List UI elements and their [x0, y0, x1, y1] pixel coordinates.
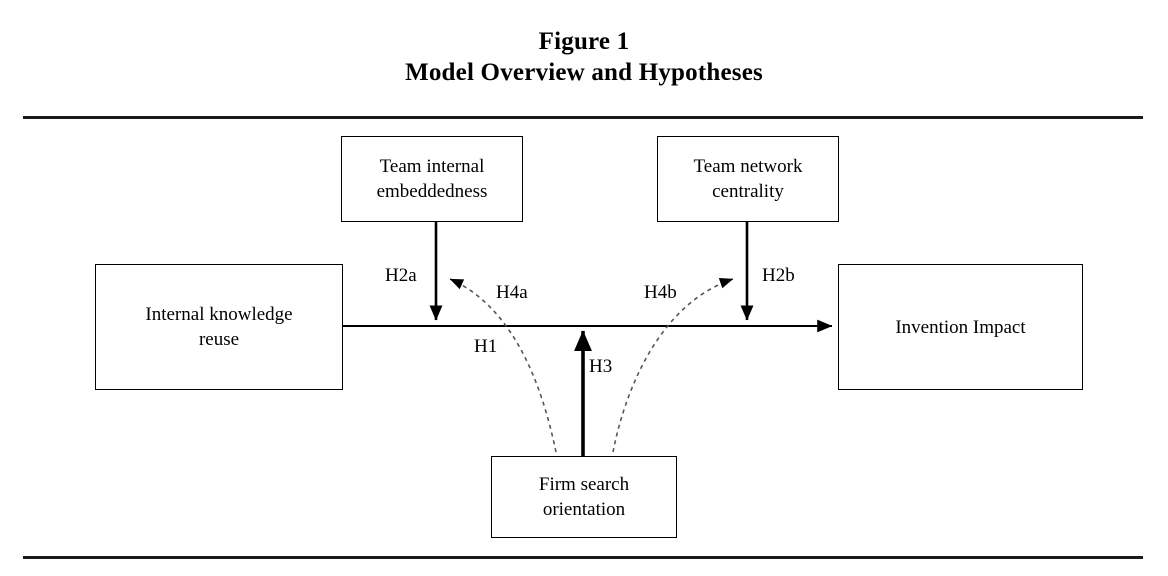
- label-h4a: H4a: [496, 282, 528, 303]
- label-h2b: H2b: [762, 265, 795, 286]
- label-h3: H3: [589, 356, 613, 377]
- node-team-network-centrality-line-1: Team network: [693, 156, 803, 177]
- node-internal-knowledge-reuse-line-2: reuse: [198, 329, 240, 350]
- label-h4b: H4b: [644, 282, 677, 303]
- label-h2a: H2a: [385, 265, 417, 286]
- top-divider-rule: [23, 116, 1143, 119]
- node-internal-knowledge-reuse-line-1: Internal knowledge: [145, 304, 293, 325]
- bottom-divider-rule: [23, 556, 1143, 559]
- arrow-h4b-path: [612, 278, 734, 453]
- node-firm-search-orientation-line-1: Firm search: [538, 474, 630, 495]
- node-firm-search-orientation-line-2: orientation: [542, 499, 626, 520]
- node-team-network-centrality-line-2: centrality: [712, 181, 784, 202]
- arrow-h4a-path: [449, 278, 557, 453]
- node-invention-impact: Invention Impact: [838, 264, 1083, 390]
- figure-title-line-2: Model Overview and Hypotheses: [405, 59, 763, 86]
- node-team-network-centrality: Team network centrality: [657, 136, 839, 222]
- node-team-internal-embeddedness: Team internal embeddedness: [341, 136, 523, 222]
- node-invention-impact-line-1: Invention Impact: [895, 316, 1026, 338]
- node-team-internal-embeddedness-line-1: Team internal: [379, 156, 485, 177]
- node-firm-search-orientation: Firm search orientation: [491, 456, 677, 538]
- figure-title: Figure 1 Model Overview and Hypotheses: [0, 26, 1168, 88]
- node-team-internal-embeddedness-line-2: embeddedness: [376, 181, 488, 202]
- label-h1: H1: [474, 336, 498, 357]
- node-internal-knowledge-reuse: Internal knowledge reuse: [95, 264, 343, 390]
- figure-title-line-1: Figure 1: [538, 28, 630, 55]
